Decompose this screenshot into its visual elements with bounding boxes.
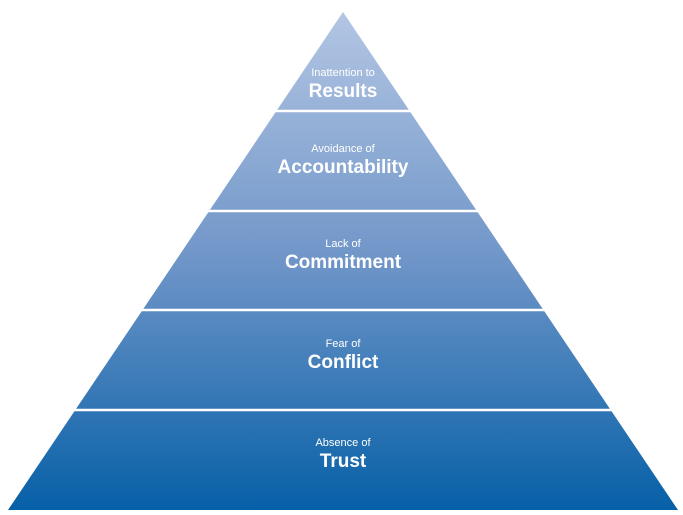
level-trust-prefix: Absence of: [315, 437, 371, 449]
pyramid-dividers: [0, 109, 683, 412]
level-commitment-title: Commitment: [284, 252, 402, 273]
level-accountability-title: Accountability: [277, 157, 409, 178]
level-results-title: Results: [308, 81, 378, 102]
level-accountability-prefix: Avoidance of: [311, 143, 375, 155]
level-conflict-prefix: Fear of: [325, 338, 361, 350]
pyramid-body: [8, 12, 678, 510]
level-conflict-title: Conflict: [307, 352, 379, 373]
level-commitment-prefix: Lack of: [325, 238, 361, 250]
level-results-prefix: Inattention to: [311, 67, 375, 79]
level-trust-title: Trust: [319, 451, 367, 472]
